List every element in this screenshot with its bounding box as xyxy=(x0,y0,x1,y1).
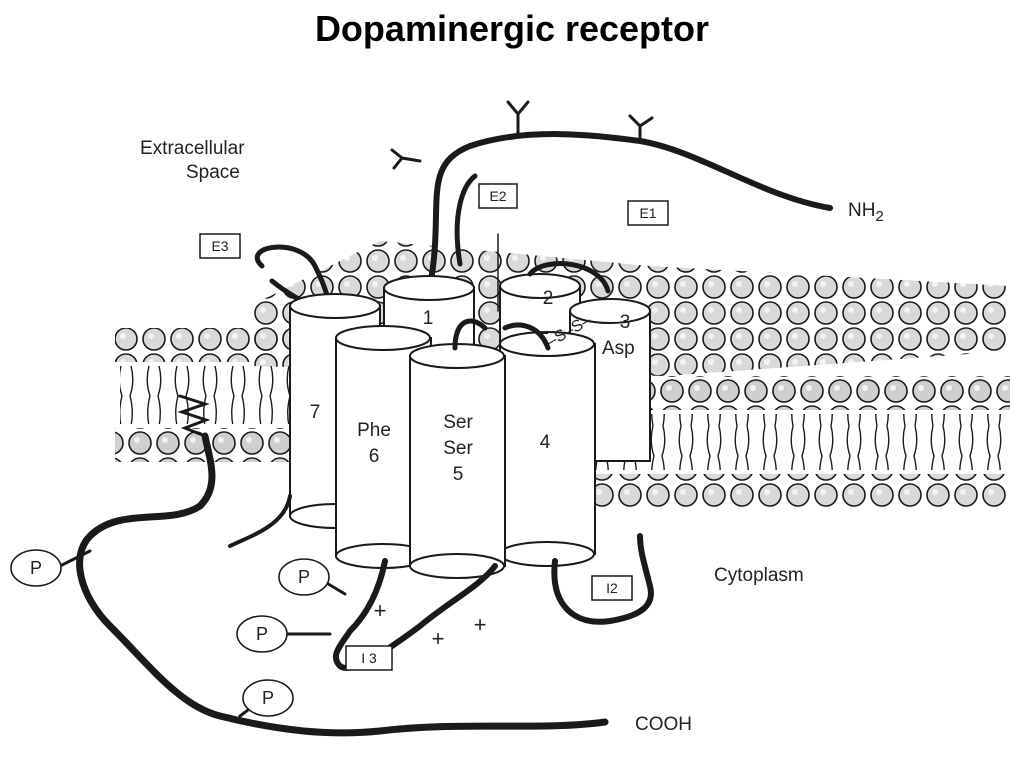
phospho-site-2 xyxy=(278,558,330,596)
helix-5-label-line1: Ser xyxy=(443,412,473,433)
helix-6-label-line2: 6 xyxy=(369,446,380,467)
i2-box xyxy=(591,575,633,601)
e1-label: E1 xyxy=(639,205,656,221)
loop-label-boxes xyxy=(199,183,669,671)
membrane-left-heads-bottom xyxy=(115,428,290,462)
phospho-label-2: P xyxy=(298,567,310,587)
helix-3-label: 3 xyxy=(620,312,631,333)
helix-bundle xyxy=(289,273,651,579)
charge-plus-1: + xyxy=(374,598,387,623)
phosphorylation-sites xyxy=(10,549,330,717)
slide-title: Dopaminergic receptor xyxy=(314,8,710,49)
helix-6-label-line1: Phe xyxy=(357,420,391,441)
phospho-site-4 xyxy=(242,679,294,717)
helix-2-label: 2 xyxy=(543,288,554,309)
i2-label: I2 xyxy=(606,580,618,596)
membrane-left-heads-top xyxy=(115,328,290,362)
charge-plus-2: + xyxy=(432,626,445,651)
e3-box xyxy=(199,233,241,259)
helix-7-label: 7 xyxy=(310,402,321,423)
e1-box xyxy=(627,200,669,226)
i3-label: I 3 xyxy=(361,650,377,666)
phospho-label-1: P xyxy=(30,558,42,578)
membrane-right-heads-bottom xyxy=(570,474,1010,508)
receptor-diagram: E2 E1 E3 I2 I 3 1 2 3 4 Ser Ser 5 Phe 6 … xyxy=(10,100,1010,737)
charge-minus: – xyxy=(538,322,548,342)
n-terminus-chain xyxy=(390,100,833,312)
e2-box xyxy=(478,183,518,209)
nh2-label: NH2 xyxy=(848,200,884,225)
e3-label: E3 xyxy=(211,238,228,254)
helix-5 xyxy=(409,343,506,579)
membrane-left-tails xyxy=(120,366,290,424)
phospho-site-1 xyxy=(10,549,62,587)
phospho-label-3: P xyxy=(256,624,268,644)
intracellular-chain xyxy=(58,394,654,737)
asp-label: Asp xyxy=(602,338,635,359)
phospho-site-3 xyxy=(236,615,288,653)
helix-1-label: 1 xyxy=(423,308,434,329)
helix-5-label-line3: 5 xyxy=(453,464,464,485)
e2-label: E2 xyxy=(489,188,506,204)
helix-5-label-line2: Ser xyxy=(443,438,473,459)
phospho-label-4: P xyxy=(262,688,274,708)
nh2-subscript: 2 xyxy=(875,208,883,225)
i3-box xyxy=(345,645,393,671)
extracellular-loops xyxy=(452,261,611,351)
cooh-label: COOH xyxy=(635,714,692,735)
extracellular-label-line1: Extracellular xyxy=(140,138,245,159)
charge-plus-3: + xyxy=(474,612,487,637)
extracellular-label-line2: Space xyxy=(186,162,240,183)
cytoplasm-label: Cytoplasm xyxy=(714,565,804,586)
nh2-text: NH xyxy=(848,200,875,221)
helix-4-label: 4 xyxy=(540,432,551,453)
